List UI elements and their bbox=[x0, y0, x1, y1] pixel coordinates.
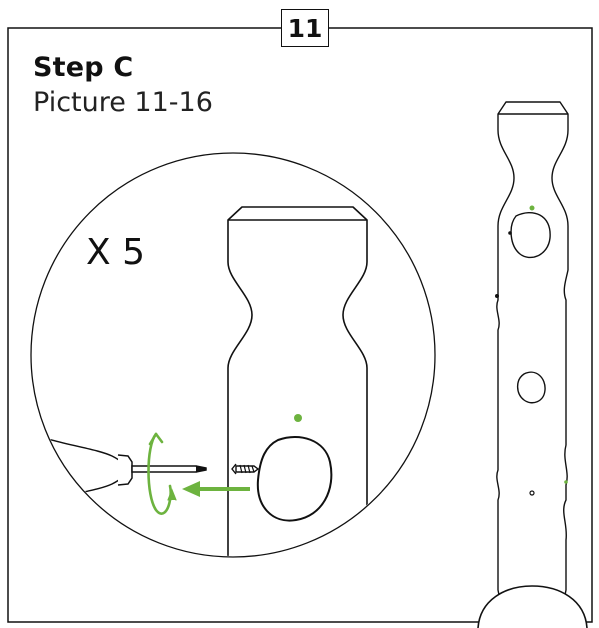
page-number: 11 bbox=[281, 9, 329, 47]
full-post-marker-dot bbox=[529, 205, 535, 211]
detail-circle bbox=[30, 152, 436, 558]
full-post-pin-left bbox=[508, 231, 512, 235]
rotate-arrow-icon bbox=[147, 432, 177, 515]
screwdriver-icon bbox=[32, 429, 207, 511]
full-post bbox=[477, 101, 588, 628]
hole-marker-dot bbox=[294, 414, 302, 422]
step-subtitle: Picture 11-16 bbox=[33, 87, 213, 118]
post-hole bbox=[256, 436, 333, 522]
step-title: Step C bbox=[33, 52, 134, 83]
screw-icon bbox=[231, 463, 260, 475]
full-post-pin-small bbox=[529, 490, 535, 496]
post-closeup bbox=[227, 206, 368, 556]
full-post-pin-mid bbox=[495, 294, 499, 298]
insert-arrow-icon bbox=[182, 481, 250, 497]
full-post-hole-upper bbox=[510, 211, 551, 259]
page-frame bbox=[7, 27, 593, 623]
full-post-hole-lower bbox=[516, 371, 546, 404]
detail-magnifier bbox=[30, 152, 436, 558]
quantity-label: X 5 bbox=[86, 232, 146, 273]
full-post-green-mark bbox=[564, 480, 568, 484]
